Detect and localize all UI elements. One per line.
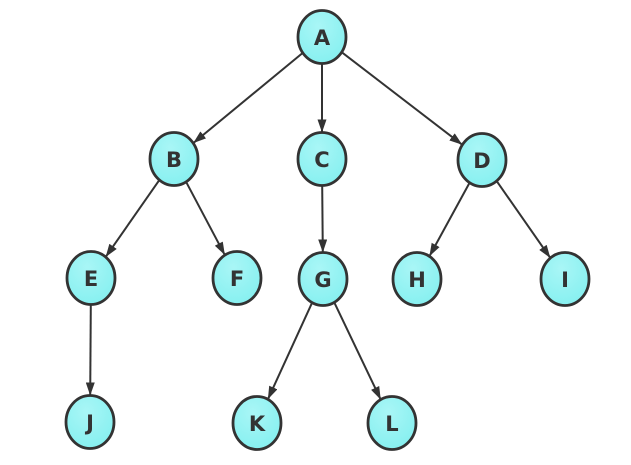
node-label-A: A — [314, 26, 331, 50]
node-label-I: I — [561, 268, 569, 292]
edge-G-K — [267, 303, 313, 400]
node-label-B: B — [166, 148, 182, 172]
node-circle-H — [391, 251, 443, 307]
node-D: D — [456, 132, 508, 188]
node-C: C — [296, 131, 348, 187]
node-I: I — [539, 251, 591, 307]
node-E: E — [65, 250, 117, 306]
edge-E-J — [85, 305, 95, 396]
node-circle-J — [64, 394, 116, 450]
edge-D-I — [496, 181, 551, 259]
node-circle-A — [296, 9, 348, 65]
edges-layer — [85, 52, 551, 400]
node-label-G: G — [314, 268, 331, 292]
node-label-H: H — [408, 268, 426, 292]
edge-C-G — [318, 186, 328, 253]
node-circle-K — [231, 395, 283, 451]
node-K: K — [231, 395, 283, 451]
node-circle-L — [366, 395, 418, 451]
node-circle-G — [297, 251, 349, 307]
node-label-E: E — [84, 267, 98, 291]
node-circle-I — [539, 251, 591, 307]
edge-A-B — [193, 52, 303, 144]
node-label-L: L — [385, 412, 398, 436]
edge-B-F — [185, 182, 226, 256]
node-F: F — [211, 250, 263, 306]
node-A: A — [296, 9, 348, 65]
nodes-layer: A B C D E F G H I J K L — [64, 9, 591, 451]
node-circle-B — [148, 131, 200, 187]
node-circle-C — [296, 131, 348, 187]
edge-B-E — [105, 180, 160, 258]
node-G: G — [297, 251, 349, 307]
edge-A-D — [341, 52, 463, 145]
node-circle-F — [211, 250, 263, 306]
node-label-J: J — [84, 411, 94, 435]
node-J: J — [64, 394, 116, 450]
edge-D-H — [429, 183, 470, 257]
node-label-K: K — [249, 412, 266, 436]
edge-G-L — [333, 302, 382, 400]
node-label-D: D — [473, 149, 490, 173]
node-H: H — [391, 251, 443, 307]
node-label-F: F — [230, 267, 244, 291]
node-circle-D — [456, 132, 508, 188]
node-circle-E — [65, 250, 117, 306]
node-label-C: C — [314, 148, 329, 172]
node-L: L — [366, 395, 418, 451]
node-B: B — [148, 131, 200, 187]
